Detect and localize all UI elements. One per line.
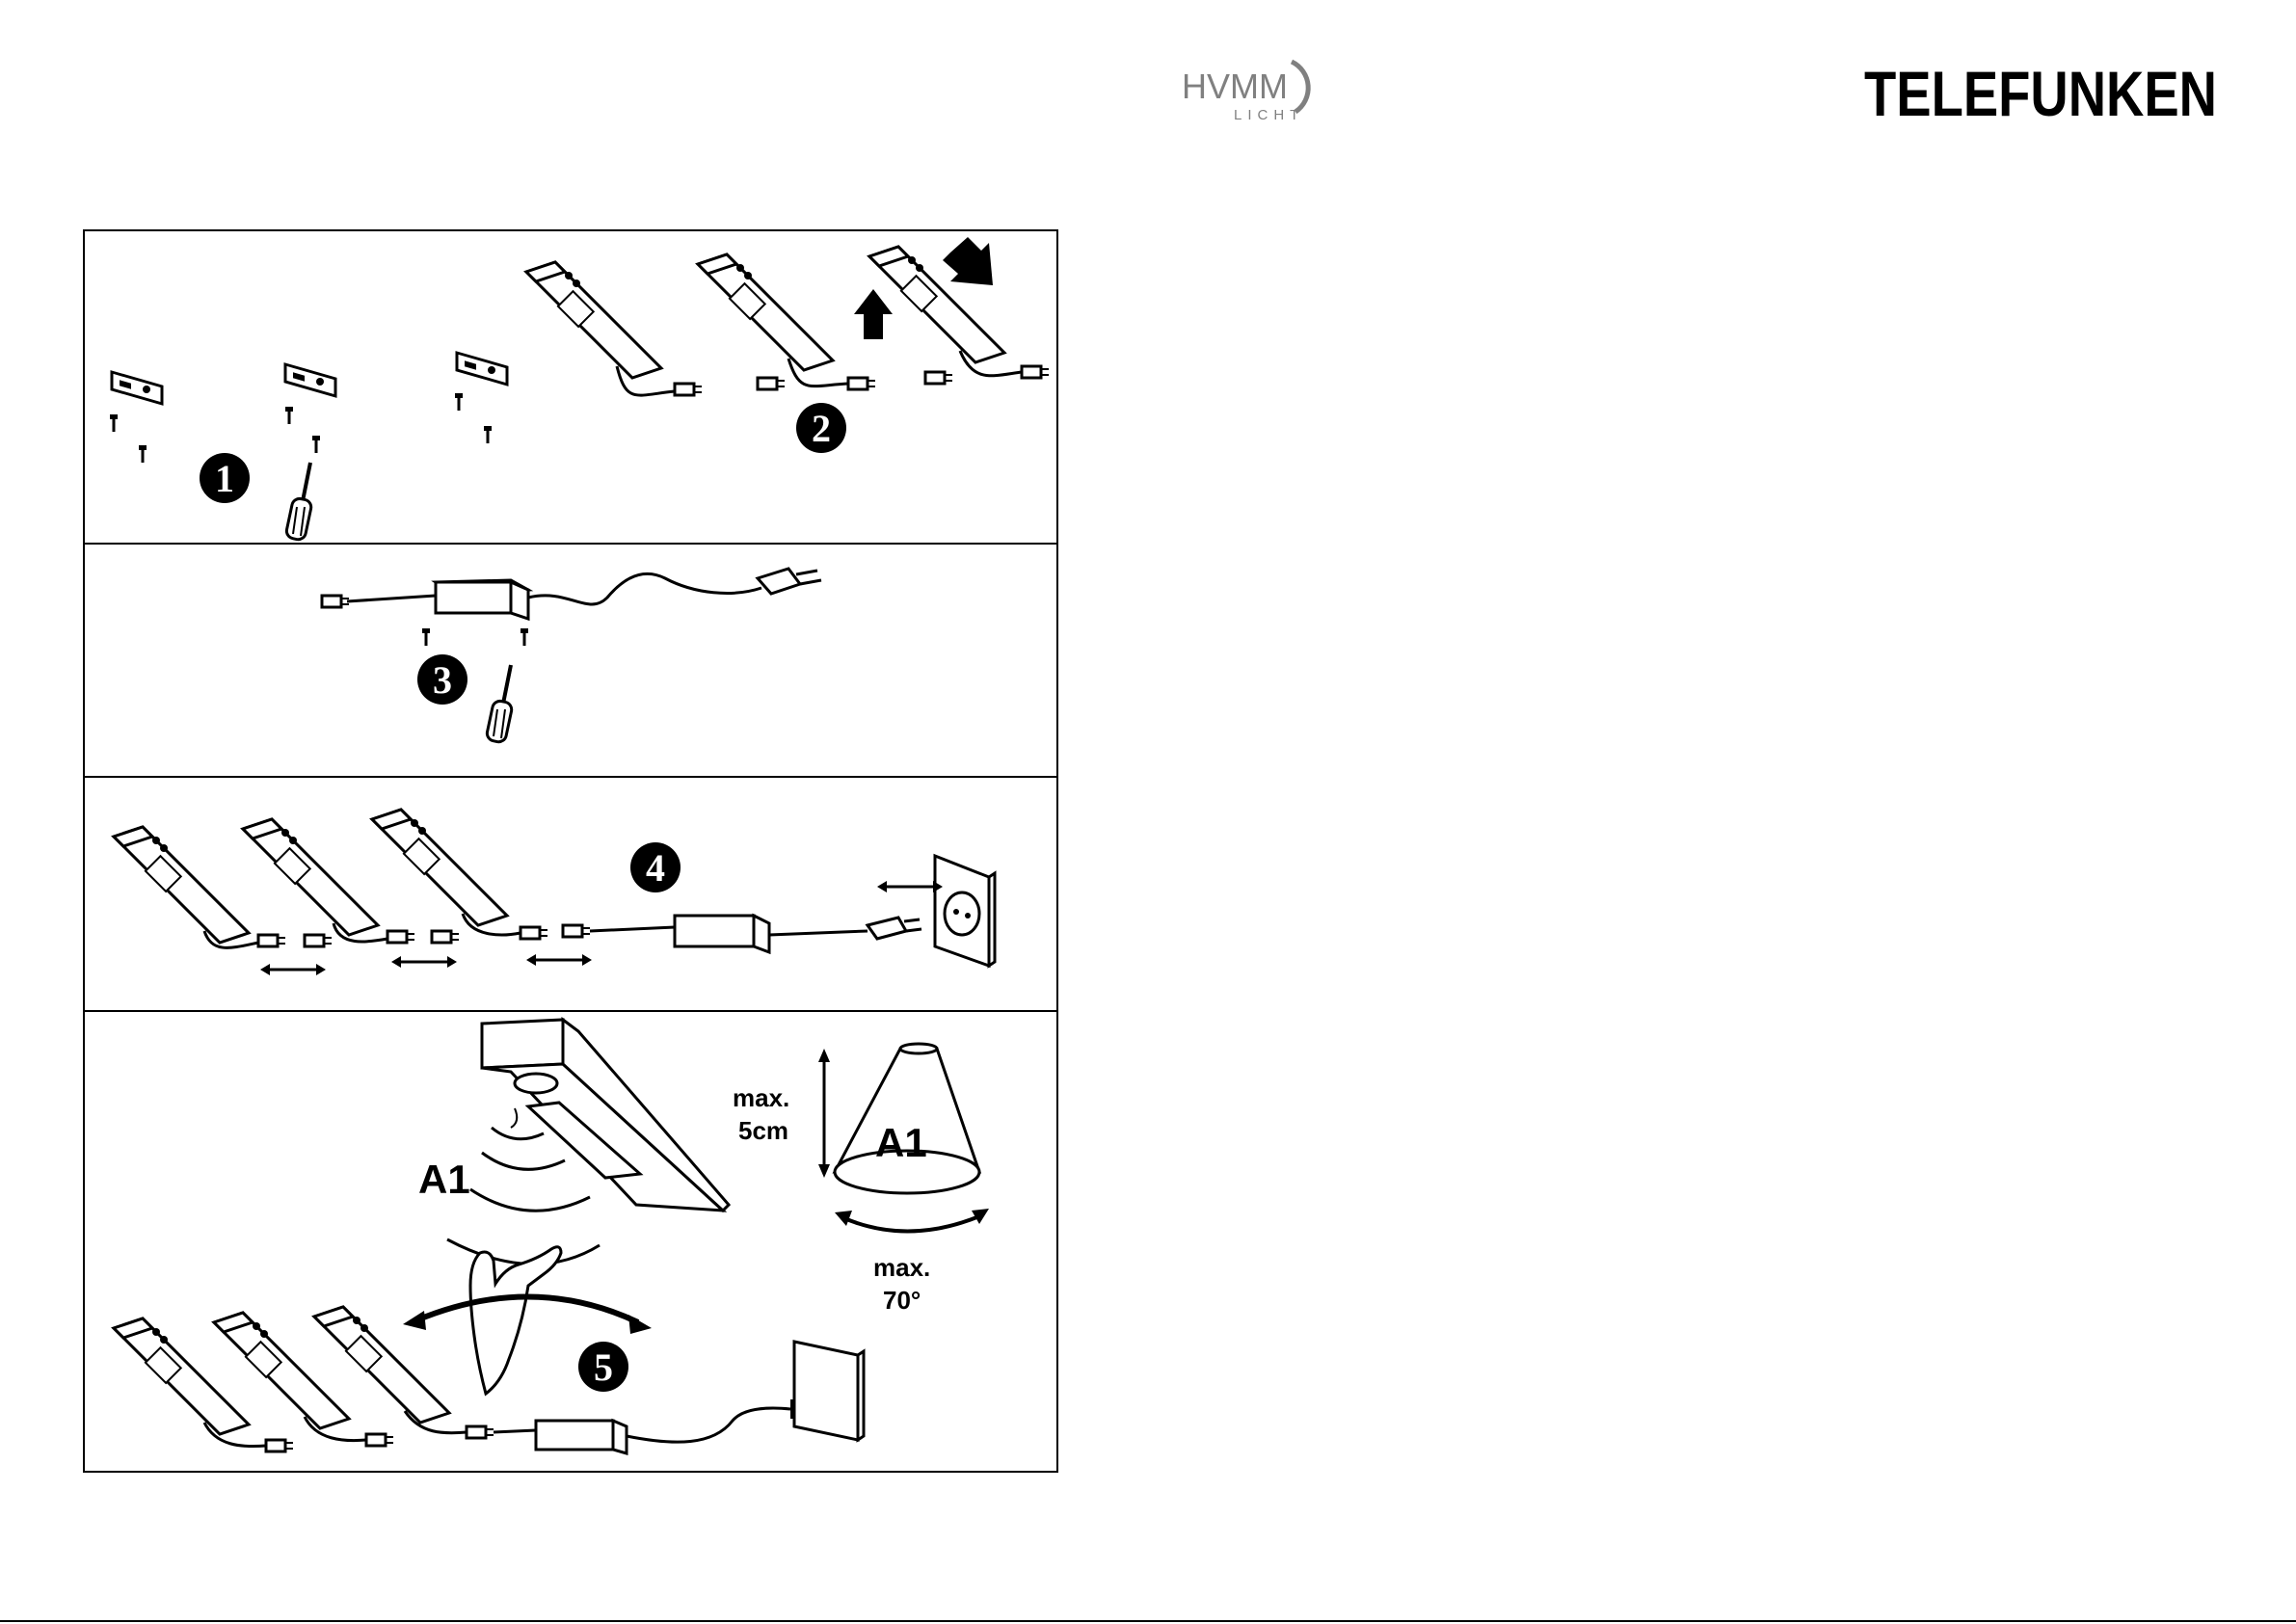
cable-line (590, 927, 675, 931)
svg-text:3: 3 (433, 658, 452, 702)
connector-icon (758, 378, 785, 389)
connector-icon (521, 927, 547, 939)
svg-text:1: 1 (215, 457, 234, 500)
step-badge-4: 4 (630, 842, 681, 892)
step-badge-1: 1 (200, 453, 250, 503)
connector-icon (322, 596, 349, 607)
screw-icon (110, 414, 118, 432)
double-arrow-icon (526, 954, 592, 966)
cone-label: A1 (875, 1120, 927, 1165)
connector-icon (432, 931, 459, 943)
angle-label-max: max. (873, 1253, 930, 1282)
plug-icon (758, 569, 821, 594)
luminaire-icon (698, 254, 833, 370)
screw-icon (455, 393, 463, 411)
double-arrow-icon (260, 964, 326, 975)
sensor-label: A1 (418, 1157, 470, 1202)
screw-icon (285, 407, 293, 424)
connector-icon (305, 935, 332, 946)
step-badge-5: 5 (578, 1342, 628, 1392)
mounting-plate-icon (112, 372, 162, 404)
cable-line (347, 596, 436, 601)
screw-icon (422, 628, 430, 646)
connector-icon (266, 1440, 293, 1451)
step-badge-3: 3 (417, 654, 467, 705)
cable-line (769, 931, 868, 935)
connector-icon (1022, 366, 1049, 378)
double-arrow-icon (877, 881, 943, 892)
cable-line (494, 1430, 536, 1432)
distance-label-value: 5cm (738, 1116, 788, 1145)
detection-cone-icon (835, 1044, 979, 1193)
luminaire-icon (526, 262, 661, 378)
connector-icon (925, 372, 952, 384)
step-badge-2: 2 (796, 403, 846, 453)
arrow-up-icon (854, 289, 893, 339)
angle-label-value: 70° (883, 1286, 921, 1315)
cable-line (627, 1408, 790, 1442)
screw-icon (139, 445, 147, 463)
luminaire-icon (243, 819, 378, 935)
luminaire-icon (114, 827, 249, 943)
connector-icon (848, 378, 875, 389)
screw-icon (312, 436, 320, 453)
connector-icon (366, 1434, 393, 1446)
connector-icon (467, 1426, 494, 1438)
vertical-range-arrow-icon (818, 1049, 830, 1178)
hand-gesture-icon (470, 1247, 561, 1394)
mounting-plate-icon (457, 353, 507, 385)
plug-icon (868, 918, 921, 939)
arrow-down-right-icon (943, 237, 993, 285)
screw-icon (484, 426, 492, 443)
luminaire-sensor-closeup-icon (482, 1020, 729, 1211)
screwdriver-icon (486, 665, 513, 743)
screwdriver-icon (285, 463, 312, 541)
luminaire-icon (372, 810, 507, 925)
mounting-plate-icon (285, 364, 335, 396)
driver-unit-icon (436, 580, 528, 619)
page-bottom-rule (0, 1620, 2296, 1622)
driver-unit-icon (536, 1421, 627, 1453)
swipe-arrow-icon (403, 1296, 652, 1334)
connector-icon (258, 935, 285, 946)
wall-socket-icon (935, 856, 995, 966)
connector-icon (387, 931, 414, 943)
screw-icon (521, 628, 528, 646)
distance-label-max: max. (733, 1083, 789, 1112)
connector-icon (563, 925, 590, 937)
svg-text:4: 4 (646, 846, 665, 890)
svg-text:2: 2 (812, 407, 831, 450)
cable-line (528, 573, 761, 604)
double-arrow-icon (391, 956, 457, 968)
wall-socket-icon (794, 1342, 864, 1440)
driver-unit-icon (675, 916, 769, 952)
connector-icon (675, 384, 702, 395)
svg-text:5: 5 (594, 1345, 613, 1389)
angle-arc-arrow-icon (835, 1209, 989, 1232)
